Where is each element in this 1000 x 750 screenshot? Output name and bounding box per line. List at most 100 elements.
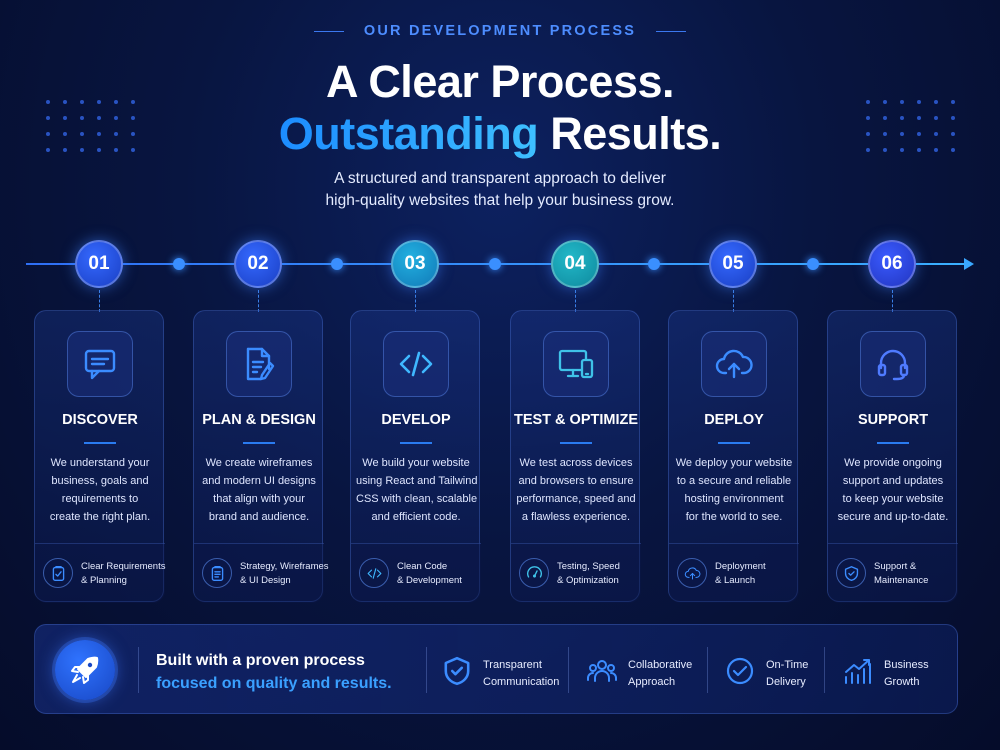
step-title-underline <box>84 442 116 444</box>
subtitle-line2: high-quality websites that help your bus… <box>325 192 675 209</box>
step-desc-line: CSS with clean, scalable <box>356 493 478 505</box>
step-number-01: 01 <box>75 240 123 288</box>
users-icon <box>586 655 618 687</box>
step-title-underline <box>877 442 909 444</box>
decor-dot <box>900 148 904 152</box>
step-desc-line: requirements to <box>61 493 139 505</box>
step-connector <box>733 290 734 312</box>
decor-dot <box>63 116 67 120</box>
page-title-line1: A Clear Process. <box>325 56 675 107</box>
step-connector <box>99 290 100 312</box>
decor-dot <box>951 116 955 120</box>
decor-dot <box>63 132 67 136</box>
decor-dot <box>114 132 118 136</box>
step-title-underline <box>400 442 432 444</box>
step-title: SUPPORT <box>857 412 929 428</box>
decor-dot <box>934 132 938 136</box>
feature-line: Communication <box>483 676 560 688</box>
step-desc-line: brand and audience. <box>208 511 310 523</box>
feature-line: Collaborative <box>628 659 693 671</box>
shield-check-icon <box>441 655 473 687</box>
step-connector <box>415 290 416 312</box>
step-desc-line: create the right plan. <box>49 511 151 523</box>
decor-dot <box>114 100 118 104</box>
headset-icon <box>860 331 926 397</box>
decor-dot <box>917 100 921 104</box>
step-desc-line: hosting environment <box>684 493 784 505</box>
step-title: TEST & OPTIMIZE <box>513 412 639 428</box>
feature-line: On-Time <box>766 659 809 671</box>
step-connector <box>258 290 259 312</box>
decor-dot <box>114 148 118 152</box>
decor-dot <box>951 132 955 136</box>
step-footer-line: & Launch <box>715 575 756 586</box>
step-desc-line: We deploy your website <box>675 457 793 469</box>
feature-line: Delivery <box>766 676 806 688</box>
document-edit-icon <box>226 331 292 397</box>
decor-dot <box>97 132 101 136</box>
timeline-dot <box>489 258 501 270</box>
decor-dot <box>917 132 921 136</box>
step-title-underline <box>718 442 750 444</box>
decor-dot <box>934 148 938 152</box>
step-footer-text: Clean Code& Development <box>397 560 462 588</box>
step-footer-text: Testing, Speed& Optimization <box>557 560 620 588</box>
decor-dot <box>46 116 50 120</box>
decor-dot <box>917 116 921 120</box>
feature-line: Transparent <box>483 659 542 671</box>
step-footer-text: Strategy, Wireframes& UI Design <box>240 560 329 588</box>
feature-line: Business <box>884 659 929 671</box>
eyebrow: OUR DEVELOPMENT PROCESS <box>0 23 1000 39</box>
step-footer-text: Support &Maintenance <box>874 560 928 588</box>
step-title-underline <box>243 442 275 444</box>
step-number-06: 06 <box>868 240 916 288</box>
banner-line1: Built with a proven process <box>156 652 365 669</box>
feature-line: Growth <box>884 676 920 688</box>
cloud-upload-icon <box>677 558 707 588</box>
decor-dot <box>131 132 135 136</box>
step-desc-line: We create wireframes <box>205 457 313 469</box>
step-desc-line: that align with your <box>213 493 305 505</box>
timeline-dot <box>172 258 185 270</box>
chat-icon <box>67 331 133 397</box>
step-footer: Deployment& Launch <box>669 543 799 603</box>
step-title: DEPLOY <box>704 412 764 428</box>
check-circle-icon <box>724 655 756 687</box>
step-desc-line: for the world to see. <box>685 511 783 523</box>
timeline-dot <box>330 258 343 270</box>
step-number-04: 04 <box>551 240 599 288</box>
speedometer-icon <box>519 558 549 588</box>
step-desc-line: We provide ongoing <box>844 457 942 469</box>
devices-icon <box>543 331 609 397</box>
step-footer: Testing, Speed& Optimization <box>511 543 641 603</box>
banner-line2: focused on quality and results. <box>156 675 392 692</box>
step-footer-line: Clear Requirements <box>81 561 166 572</box>
step-footer-line: & Planning <box>81 575 127 586</box>
banner-divider <box>707 647 708 693</box>
step-desc-line: using React and Tailwind <box>356 475 478 487</box>
step-footer-line: Clean Code <box>397 561 448 572</box>
step-footer-line: Support & <box>874 561 917 572</box>
decor-dot <box>80 148 84 152</box>
step-title: DEVELOP <box>381 412 451 428</box>
subtitle-line1: A structured and transparent approach to… <box>334 170 666 187</box>
step-desc-line: performance, speed and <box>516 493 636 505</box>
step-number-03: 03 <box>391 240 439 288</box>
step-desc-line: business, goals and <box>51 475 149 487</box>
decor-dot <box>900 100 904 104</box>
timeline-arrow-icon <box>964 258 974 270</box>
dot-grid-left <box>46 100 135 152</box>
decor-dot <box>866 132 870 136</box>
rocket-icon <box>55 640 115 700</box>
decor-dot <box>951 148 955 152</box>
